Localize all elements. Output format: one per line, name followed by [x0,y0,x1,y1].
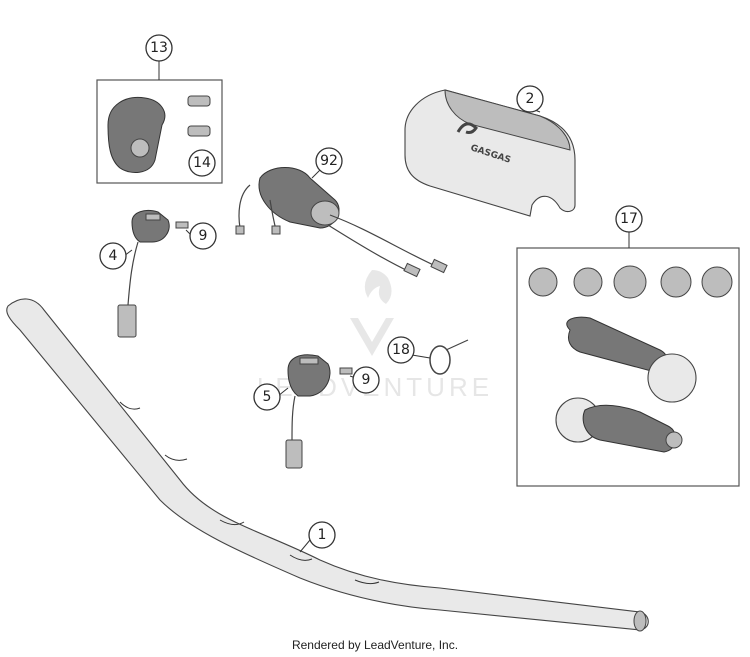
leader-18 [411,354,431,359]
callout-label-18: 18 [392,342,410,358]
handlebar-pad-part: GASGAS [404,89,576,217]
left-switch-part [117,209,189,338]
callout-17: 17 [615,205,643,233]
callout-13: 13 [145,34,173,62]
footer-credit: Rendered by LeadVenture, Inc. [291,638,459,652]
callout-92: 92 [315,147,343,175]
callout-5: 5 [253,383,281,411]
callout-label-17: 17 [620,211,638,227]
callout-label-5: 5 [263,389,272,405]
callout-9a: 9 [189,222,217,250]
callout-14: 14 [188,149,216,177]
callout-label-4: 4 [109,248,118,264]
callout-label-92: 92 [320,153,338,169]
handlebar-part [6,298,649,632]
callout-label-13: 13 [150,40,168,56]
callout-9b: 9 [352,366,380,394]
part-13-group [96,79,223,184]
callout-2: 2 [516,85,544,113]
leader-92 [311,169,321,179]
callout-label-2: 2 [526,91,535,107]
right-switch-part [285,354,353,469]
callout-4: 4 [99,242,127,270]
callout-label-14: 14 [193,155,211,171]
leader-1 [299,539,311,553]
callout-1: 1 [308,521,336,549]
callout-label-9a: 9 [199,228,208,244]
throttle-assembly-part [235,167,448,278]
cable-tie-part [429,339,469,375]
callout-label-1: 1 [318,527,327,543]
callout-18: 18 [387,336,415,364]
leader-9a [185,229,191,235]
callout-label-9b: 9 [362,372,371,388]
grips-group [516,247,740,487]
